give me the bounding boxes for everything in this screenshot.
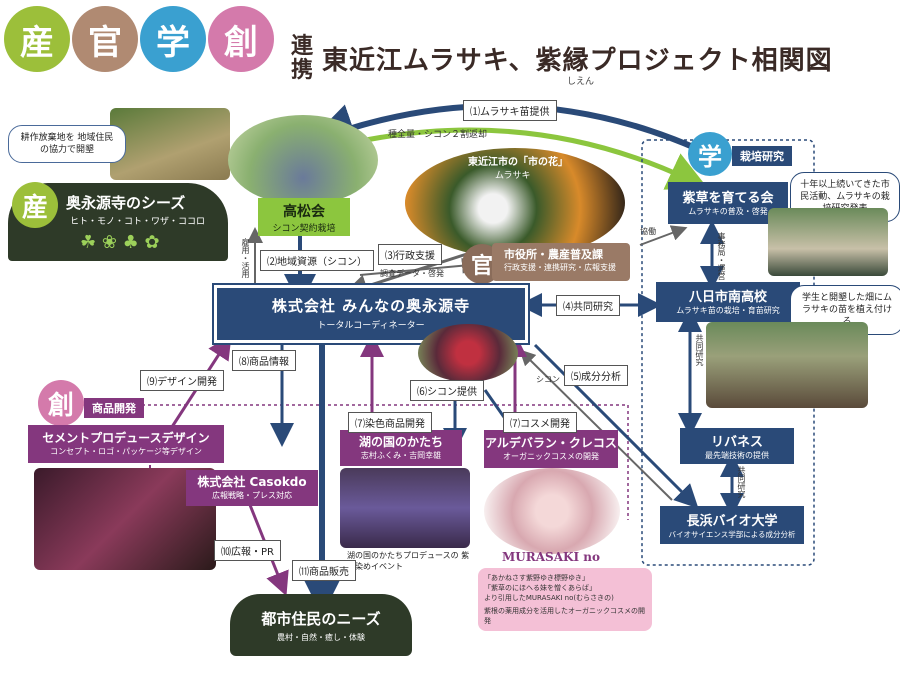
yokaichi-photo [706, 322, 868, 408]
kyodo-kenkyu-2-label: 共同研究 [737, 466, 746, 498]
link-10-label: ⑽広報・PR [214, 540, 281, 561]
shiyakusho-sub: 行政支援・連携研究・広報支援 [504, 263, 616, 272]
murasaki-no-note: 「あかねさす紫野ゆき標野ゆき」 「紫草のにほへる妹を憎くあらば」 より引用したM… [478, 568, 652, 631]
jimukyoku-label: 事務局・運営 [717, 232, 726, 280]
link-3-sub: 調査データ・啓発 [380, 269, 444, 278]
murasaki-flower-photo [405, 148, 625, 258]
link-1-label: ⑴ムラサキ苗提供 [463, 100, 557, 121]
header-circle-kan: 官 [72, 6, 138, 72]
cement-photo [34, 468, 216, 570]
takamatsu-photo [228, 115, 378, 205]
casokdo-title: 株式会社 Casokdo [197, 475, 307, 489]
link-1-sub: 種全量・シコン２割返却 [388, 130, 488, 140]
center-title: 株式会社 みんなの奥永源寺 [271, 297, 471, 315]
sangyo-sub: ヒト・モノ・コト・ワザ・ココロ [70, 217, 206, 227]
nagahama-title: 長浜バイオ大学 [686, 514, 778, 529]
katachi-photo [340, 468, 470, 548]
katachi-title: 湖の国のかたち [358, 435, 443, 449]
murasaki-no-note1: 「あかねさす紫野ゆき標野ゆき」 [484, 574, 589, 582]
murasaki-no-note4: 紫根の薬用成分を活用したオーガニックコスメの開発 [484, 607, 645, 625]
cement-title: セメントプロデュースデザイン [42, 431, 210, 445]
katachi-box: 湖の国のかたち 志村ふくみ・吉岡幸雄 [340, 430, 462, 466]
needs-title: 都市住民のニーズ [261, 610, 381, 628]
sangyo-mark: 産 [12, 182, 58, 228]
casokdo-box: 株式会社 Casokdo 広報戦略・プレス対応 [186, 470, 318, 506]
katachi-sub: 志村ふくみ・吉岡幸雄 [360, 451, 442, 460]
so-mark: 創 [38, 380, 84, 426]
header-circle-san: 産 [4, 6, 70, 72]
link-9-label: ⑼デザイン開発 [140, 370, 224, 391]
rivaness-sub: 最先端技術の提供 [705, 451, 769, 460]
aldebaran-sub: オーガニックコスメの開発 [503, 452, 599, 461]
center-sub: トータルコーディネーター [317, 321, 425, 331]
title-ruby: しえん [567, 77, 595, 87]
link-4-label: ⑷共同研究 [556, 295, 620, 316]
needs-sub: 農村・自然・癒し・体験 [277, 633, 365, 642]
aldebaran-box: アルデバラン・クレコス オーガニックコスメの開発 [484, 430, 618, 468]
link-5-label: ⑸成分分析 [564, 365, 628, 386]
cosme-photo [484, 468, 620, 554]
shiyakusho-title: 市役所・農産普及課 [504, 248, 603, 261]
link-6-label: ⑹シコン提供 [410, 380, 484, 401]
takamatsu-sub: シコン契約栽培 [272, 224, 336, 234]
link-11-label: ⑾商品販売 [292, 560, 356, 581]
takamatsu-title: 高松会 [283, 204, 325, 220]
header-circle-so: 創 [208, 6, 274, 72]
kyodo-label: 協働 [640, 227, 656, 236]
yokaichi-sub: ムラサキ苗の栽培・育苗研究 [676, 306, 780, 315]
sangyo-title: 奥永源寺のシーズ [66, 194, 186, 212]
rivaness-title: リバネス [710, 435, 763, 450]
katachi-note: 湖の国のかたちプロデュースの 紫根染めイベント [345, 548, 477, 574]
page-title: 東近江ムラサキ、紫縁プロジェクト相関図 [322, 46, 833, 76]
link-5-sub: シコン [536, 375, 560, 384]
murasaki-no-note2: 「紫草のにほへる妹を憎くあらば」 [484, 584, 596, 592]
murasaki-kai-title: 紫草を育てる会 [682, 191, 774, 206]
murasaki-kai-photo [768, 208, 888, 276]
murasaki-no-note3: より引用したMURASAKI no(むらさきの) [484, 594, 614, 602]
nagahama-box: 長浜バイオ大学 バイオサイエンス学部による成分分析 [660, 506, 804, 544]
link-7a-label: ⑺染色商品開発 [348, 412, 432, 433]
aldebaran-title: アルデバラン・クレコス [485, 436, 617, 450]
kyodo-kenkyu-1-label: 共同研究 [695, 334, 704, 366]
shikon-photo [418, 324, 518, 382]
link-8-label: ⑻商品情報 [232, 350, 296, 371]
cement-box: セメントプロデュースデザイン コンセプト・ロゴ・パッケージ等デザイン [28, 425, 224, 463]
murasaki-kai-sub: ムラサキの普及・啓発 [688, 207, 768, 216]
gaku-mark: 学 [688, 132, 732, 176]
field-photo [110, 108, 230, 180]
gaku-label: 栽培研究 [732, 146, 792, 166]
yokaichi-box: 八日市南高校 ムラサキ苗の栽培・育苗研究 [656, 282, 800, 322]
link-7b-label: ⑺コスメ開発 [503, 412, 577, 433]
city-flower-label: 東近江市の「市の花」 [468, 157, 568, 168]
so-label: 商品開発 [84, 398, 144, 418]
header-circle-gaku: 学 [140, 6, 206, 72]
yokaichi-title: 八日市南高校 [688, 290, 767, 305]
link-3-label: ⑶行政支援 [378, 244, 442, 265]
rivaness-box: リバネス 最先端技術の提供 [680, 428, 794, 464]
link-2-label: ⑵地域資源（シコン） [260, 250, 374, 271]
casokdo-sub: 広報戦略・プレス対応 [212, 491, 292, 500]
header-vertical-text: 連携 [290, 33, 313, 83]
nagahama-sub: バイオサイエンス学部による成分分析 [668, 530, 796, 539]
koyo-label: 雇用・活用 [241, 238, 250, 278]
shiyakusho-box: 市役所・農産普及課 行政支援・連携研究・広報支援 [492, 243, 630, 281]
cement-sub: コンセプト・ロゴ・パッケージ等デザイン [50, 447, 202, 456]
murasaki-kai-box: 紫草を育てる会 ムラサキの普及・啓発 [668, 182, 788, 224]
leaf-icon: ☘ ❀ ♣ ✿ [80, 232, 160, 253]
takamatsu-box: 高松会 シコン契約栽培 [258, 198, 350, 236]
sangyo-note: 耕作放棄地を 地域住民の協力で開墾 [8, 125, 126, 163]
flower-name-label: ムラサキ [495, 171, 531, 181]
needs-box: 都市住民のニーズ 農村・自然・癒し・体験 [230, 594, 412, 656]
murasaki-no-logo: MURASAKI no [502, 550, 600, 564]
